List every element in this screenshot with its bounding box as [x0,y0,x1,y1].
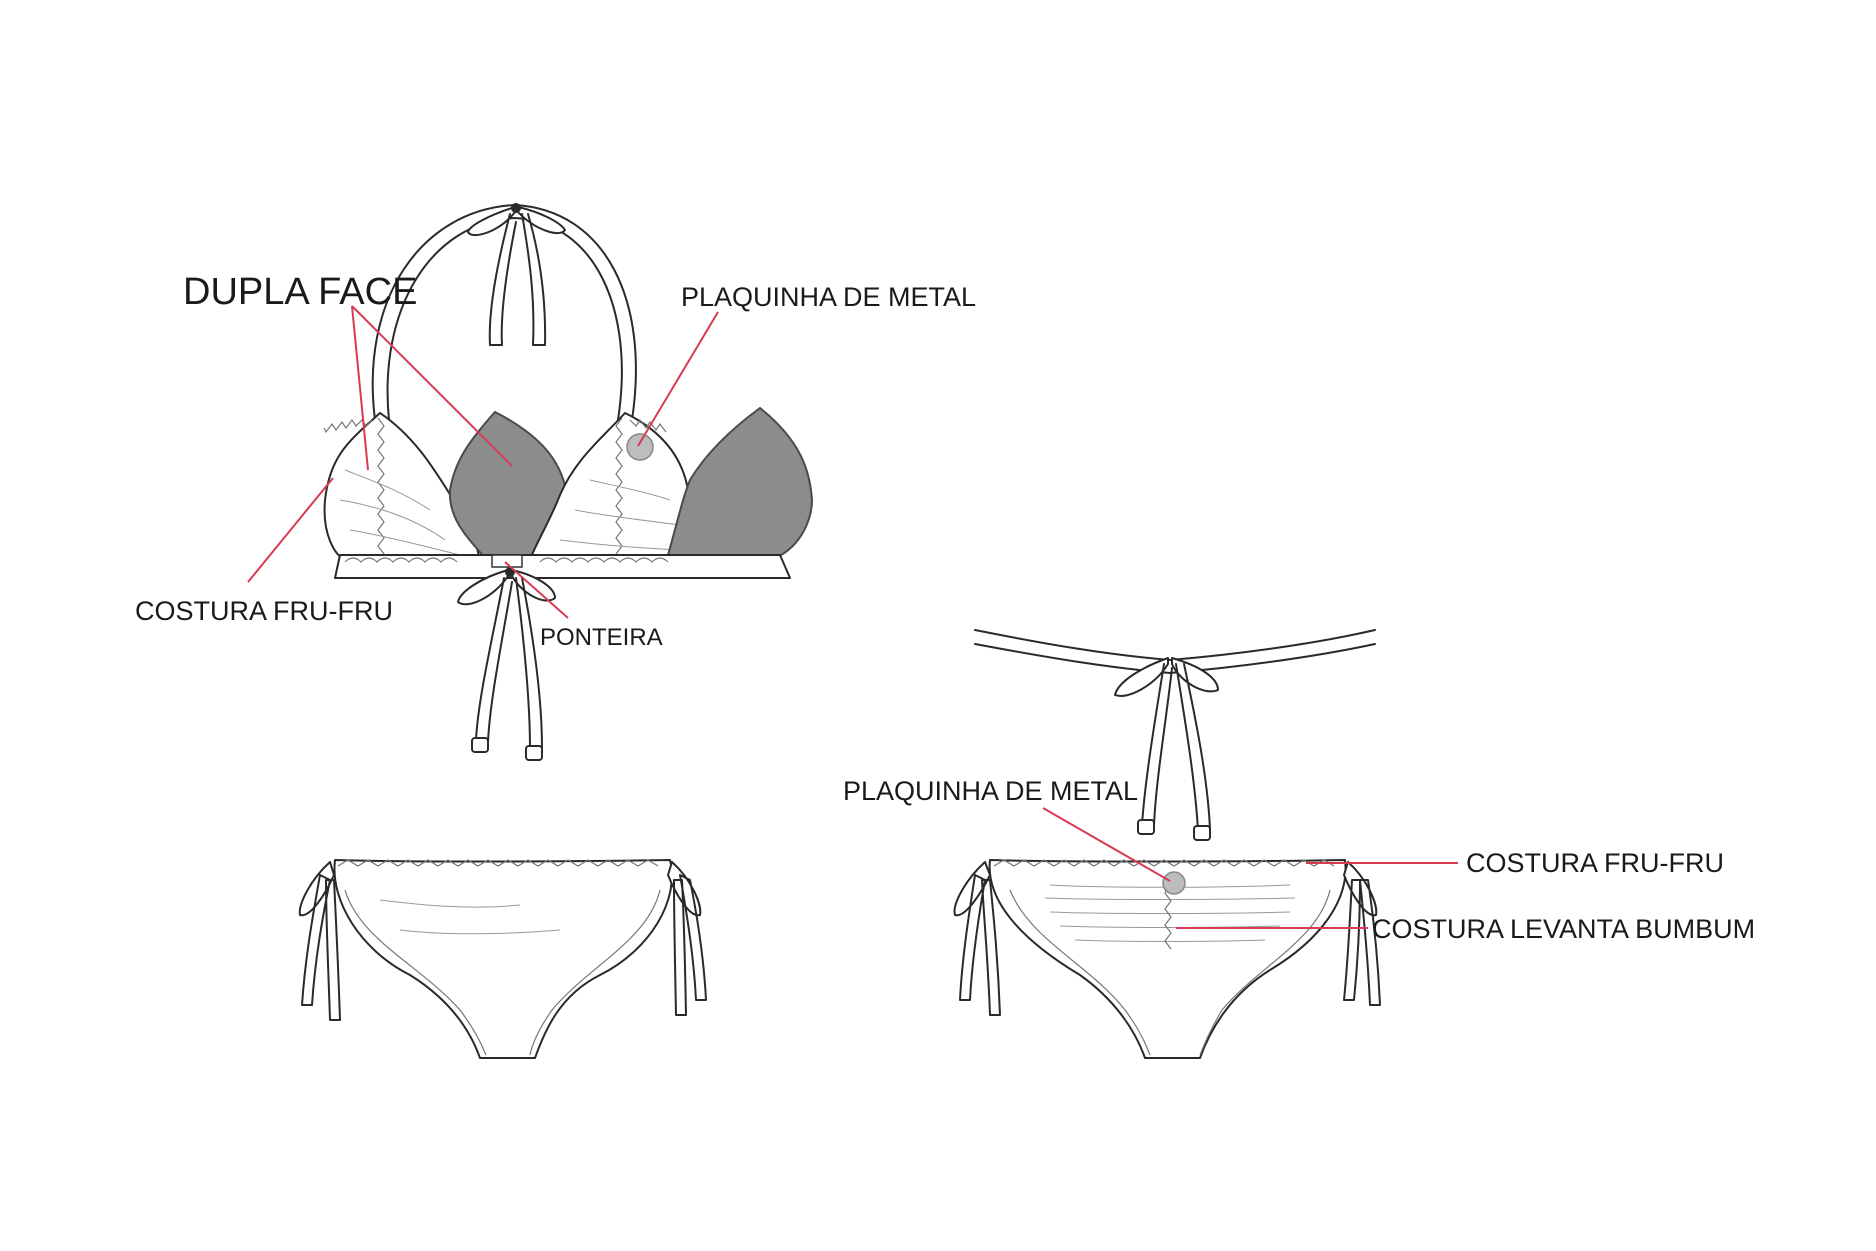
bottom-front-body [333,859,673,1059]
callout-dupla-face-right [351,305,513,467]
bottom-back-leg-frufru [1009,889,1331,1056]
bikini-top [323,203,814,761]
front-tie-ends [475,577,543,749]
right-cup-frufru-edge [615,417,667,555]
bikini-bottom-front [298,859,707,1059]
label-plaquinha-top: PLAQUINHA DE METAL [681,282,976,312]
label-plaquinha-bottom: PLAQUINHA DE METAL [843,776,1138,806]
metal-plate-top [626,433,654,461]
bottom-front-right-side-tie [667,861,707,1016]
back-tie-tip-left [1137,819,1155,835]
label-dupla-face: DUPLA FACE [183,271,417,313]
metal-plate-bottom [1162,871,1186,895]
callout-costura-frufru-top [247,477,334,583]
back-waist-tie [974,629,1376,674]
under-band [334,554,791,579]
bottom-back-body [988,859,1347,1059]
back-tie-tip-right [1193,825,1211,841]
callout-dupla-face-left [351,305,369,471]
bottom-front-leg-frufru [344,889,661,1056]
labels: DUPLA FACE PLAQUINHA DE METAL COSTURA FR… [135,271,1755,944]
label-costura-levanta: COSTURA LEVANTA BUMBUM [1372,914,1755,944]
bottom-back-left-side-tie [953,861,1001,1016]
bikini-bottom-back [953,629,1381,1059]
callout-plaquinha-bottom [1042,807,1171,882]
bottom-back-gathers [1044,884,1296,942]
neck-tie-ends [488,213,547,346]
bottom-back-waist-frufru [993,859,1335,867]
front-bow [457,569,556,606]
callout-ponteira [504,561,569,619]
bottom-back-right-side-tie [1343,861,1381,1006]
callout-lines [247,305,1458,929]
callout-plaquinha-top [637,311,719,447]
front-tie-tip-right [525,745,543,761]
left-cup-folds [339,469,461,556]
right-cup-folds [559,479,681,551]
bottom-front-waist-frufru [337,859,659,867]
neck-bow [467,206,566,237]
label-costura-frufru-bottom: COSTURA FRU-FRU [1466,848,1724,878]
right-cup-reverse [666,406,814,562]
neck-knot [511,203,521,213]
under-band-ruffle [344,557,669,563]
center-clasp-ponteira [491,554,523,568]
bottom-front-folds [379,899,561,935]
bottom-front-left-side-tie [298,861,341,1021]
back-bow [1114,657,1219,697]
label-costura-frufru-top: COSTURA FRU-FRU [135,596,393,626]
front-tie-tip-left [471,737,489,753]
levanta-bumbum-seam [1164,884,1172,950]
label-ponteira: PONTEIRA [540,624,663,651]
